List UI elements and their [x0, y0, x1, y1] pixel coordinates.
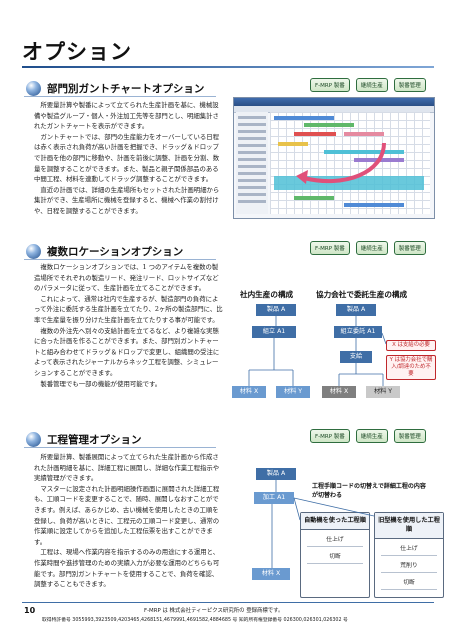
page-title: オプション	[22, 40, 132, 64]
paragraph: 複数の外注先へ別々の支給計画を立てるなど、より複雑な実態に合った計画を作ることが…	[34, 326, 220, 377]
gantt-bar	[294, 196, 334, 200]
route-step: 荒削り	[381, 560, 437, 573]
drag-arrow-icon	[296, 142, 386, 184]
node-material-x: 材料 X	[232, 386, 266, 398]
tag-continuous: 継続生産	[355, 429, 388, 443]
gantt-bar	[344, 132, 384, 136]
paragraph: 所要量計算、製番展開によって立てられた生産計画から作成された計画明細を基に、詳細…	[34, 453, 220, 483]
section-location-title: 複数ロケーションオプション	[47, 246, 184, 258]
paragraph: 製番管理でも一部の機能が使用可能です。	[40, 379, 162, 388]
paragraph: マスターに設定された計画明細操作画面に展開された詳細工程も、工順コードを変更する…	[34, 484, 220, 546]
diagram-in-house-label: 社内生産の構成	[240, 290, 294, 299]
node-product: 製品 A	[256, 304, 296, 316]
route-step: 切断	[307, 551, 363, 564]
note-procured-by-partner: Y は協力会社で購入/調達のため不要	[386, 355, 436, 380]
process-switch-notice: 工程手順コードの切替えで詳細工程の内容が切替わる	[312, 483, 426, 499]
page-number: 10	[24, 606, 36, 615]
diagram-outsourced-label: 協力会社で委託生産の構成	[316, 290, 408, 299]
section-location-body: 複数ロケーションオプションでは、1 つのアイテムを複数の製造場所でそれぞれの製造…	[34, 262, 224, 389]
node-material-y: 材料 Y	[276, 386, 310, 398]
node-outsourced-assembly: 組立委託 A1	[334, 326, 382, 338]
section-process-body: 所要量計算、製番展開によって立てられた生産計画から作成された計画明細を基に、詳細…	[34, 452, 224, 590]
card-automatic-route: 自動機を使った工程順 仕上げ 切断	[300, 512, 370, 598]
gantt-bar	[274, 116, 334, 120]
paragraph: 所要量計算や製番によって立てられた生産計画を基に、機械設備や製造グループ・個人・…	[34, 101, 219, 131]
section-bullet-icon	[26, 244, 41, 259]
section-process-title: 工程管理オプション	[47, 434, 142, 446]
title-rule	[22, 66, 434, 68]
tag-continuous: 継続生産	[355, 78, 388, 92]
section-bullet-icon	[26, 81, 41, 96]
paragraph: これによって、通常は社内で生産するが、製造部門の負荷によって外注に委託する生産計…	[34, 294, 223, 324]
section-gantt-title: 部門別ガントチャートオプション	[47, 83, 205, 95]
section-process-tags: F-MRP 製番 継続生産 製番管理	[310, 429, 426, 443]
paragraph: ガントチャートでは、部門の生産能力をオーバーしている日程は赤く表示され負荷が高い…	[34, 132, 220, 184]
section-rule	[24, 447, 216, 448]
patent-notice: 取得特許番号 3055993,3923509,4203465,4268151,4…	[42, 618, 348, 623]
node-material-x: 材料 X	[322, 386, 356, 398]
section-location-tags: F-MRP 製番 継続生産 製番管理	[310, 241, 426, 255]
section-rule	[24, 96, 216, 97]
node-material-y: 材料 Y	[366, 386, 400, 398]
tag-seiban: 製番管理	[393, 429, 426, 443]
card-title: 旧型機を使用した工程順	[375, 513, 443, 539]
node-supply: 支給	[340, 351, 372, 363]
node-product: 製品 A	[336, 304, 376, 316]
node-material: 材料 X	[252, 568, 290, 580]
route-step: 仕上げ	[381, 543, 437, 556]
paragraph: 複数ロケーションオプションでは、1 つのアイテムを複数の製造場所でそれぞれの製造…	[34, 263, 219, 293]
gantt-bar-overload	[294, 132, 336, 136]
node-product: 製品 A	[256, 468, 296, 480]
department-list	[236, 112, 268, 214]
paragraph: 工程は、現場へ作業内容を指示するのみの用途にする運用と、作業時間や進捗管理のため…	[34, 548, 220, 589]
node-assembly: 組立 A1	[252, 326, 296, 338]
paragraph: 直近の計画では、詳細の生産場所もセットされた計画明細から集計ができ、生産場所に機…	[34, 185, 220, 215]
footer-rule	[22, 602, 434, 603]
section-gantt-body: 所要量計算や製番によって立てられた生産計画を基に、機械設備や製造グループ・個人・…	[34, 100, 224, 217]
section-rule	[24, 259, 216, 260]
node-process: 加工 A1	[254, 492, 294, 504]
card-legacy-route: 旧型機を使用した工程順 仕上げ 荒削り 切断	[374, 512, 444, 598]
section-bullet-icon	[26, 432, 41, 447]
route-step: 切断	[381, 577, 437, 590]
tag-fmrp: F-MRP 製番	[310, 429, 350, 443]
tag-seiban: 製番管理	[393, 241, 426, 255]
route-step: 仕上げ	[307, 534, 363, 547]
window-titlebar	[234, 98, 434, 106]
note-supply-required: X は支給の必要	[386, 340, 436, 351]
section-gantt-tags: F-MRP 製番 継続生産 製番管理	[310, 78, 426, 92]
tag-seiban: 製番管理	[393, 78, 426, 92]
gantt-bar	[278, 142, 308, 146]
card-title: 自動機を使った工程順	[301, 513, 369, 530]
gantt-bar	[324, 150, 404, 154]
tag-fmrp: F-MRP 製番	[310, 241, 350, 255]
trademark-notice: F-MRP は 株式会社ティーピクス研究所の 登録商標です。	[144, 608, 284, 614]
gantt-bar	[304, 123, 354, 127]
tag-fmrp: F-MRP 製番	[310, 78, 350, 92]
gantt-bar	[344, 203, 404, 207]
tag-continuous: 継続生産	[355, 241, 388, 255]
gantt-chart-screenshot	[233, 97, 435, 219]
